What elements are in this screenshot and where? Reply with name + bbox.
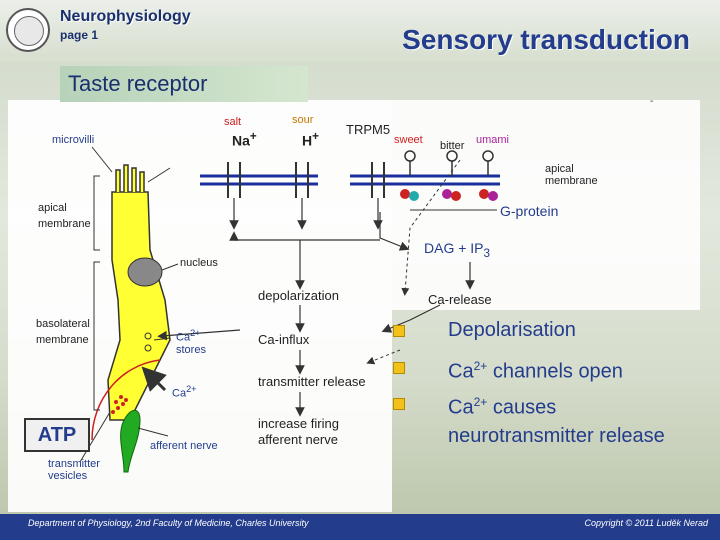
ca-influx-label: Ca-influx xyxy=(258,332,310,347)
bullet-marker xyxy=(393,362,405,374)
app-title: Neurophysiology xyxy=(60,8,191,25)
transmitter-release-label: transmitter release xyxy=(258,374,366,389)
bullet-ca-channels: Ca2+ channels open xyxy=(448,359,623,383)
footer-bar xyxy=(0,514,720,540)
apical-membrane-right-label: apical membrane xyxy=(545,163,598,187)
university-logo-icon xyxy=(6,8,50,52)
apical-membrane-left-label: apical membrane xyxy=(38,202,91,230)
dag-ip3-label: DAG + IP3 xyxy=(424,240,491,260)
section-banner: Taste receptor xyxy=(60,66,308,102)
g-protein-icon xyxy=(400,189,498,201)
ca-store-icon xyxy=(144,344,152,352)
trpm5-label: TRPM5 xyxy=(346,122,391,137)
bullet-marker xyxy=(393,325,405,337)
nucleus-icon xyxy=(127,257,163,287)
nucleus-label: nucleus xyxy=(180,257,218,269)
sodium-ion-label: Na+ xyxy=(232,130,257,149)
atp-label: ATP xyxy=(24,418,90,452)
umami-label: umami xyxy=(476,134,510,146)
afferent-nerve-icon xyxy=(120,410,141,473)
bullet-depolarisation: Depolarisation xyxy=(448,319,576,341)
sweet-label: sweet xyxy=(394,134,423,146)
ca-release-label: Ca-release xyxy=(428,292,492,307)
bullet-marker xyxy=(393,398,405,410)
increase-firing-label: increase firing afferent nerve xyxy=(258,416,339,447)
synapse-highlight xyxy=(91,359,161,441)
salt-label: salt xyxy=(224,116,242,128)
footer-credit: Department of Physiology, 2nd Faculty of… xyxy=(28,518,309,528)
transmitter-vesicles-icon xyxy=(111,395,128,414)
ca-stores-label: Ca2+stores xyxy=(176,328,206,356)
hydrogen-ion-label: H+ xyxy=(302,130,319,149)
header-strip xyxy=(0,0,720,62)
footer-copyright: Copyright © 2011 Luděk Nerad xyxy=(584,518,708,528)
diagram-panel-right xyxy=(392,100,700,310)
depolarization-label: depolarization xyxy=(258,288,339,303)
bullet-ca-causes: Ca2+ causes neurotransmitter release xyxy=(448,395,665,447)
page-label: page 1 xyxy=(60,28,99,42)
page-title: Sensory transduction xyxy=(402,24,690,55)
transmitter-vesicles-label: transmitter vesicles xyxy=(48,458,100,482)
ca-lower-label: Ca2+ xyxy=(172,384,197,400)
section-title: Taste receptor xyxy=(68,71,208,96)
g-protein-label: G-protein xyxy=(500,203,559,219)
microvilli-icon xyxy=(115,164,145,192)
microvilli-label: microvilli xyxy=(52,134,95,146)
ca-store-icon xyxy=(144,332,152,340)
afferent-nerve-label: afferent nerve xyxy=(150,440,218,452)
bitter-label: bitter xyxy=(440,140,465,152)
dash-mark: - xyxy=(650,96,654,107)
sour-label: sour xyxy=(292,114,314,126)
basolateral-membrane-label: basolateral membrane xyxy=(36,318,90,346)
